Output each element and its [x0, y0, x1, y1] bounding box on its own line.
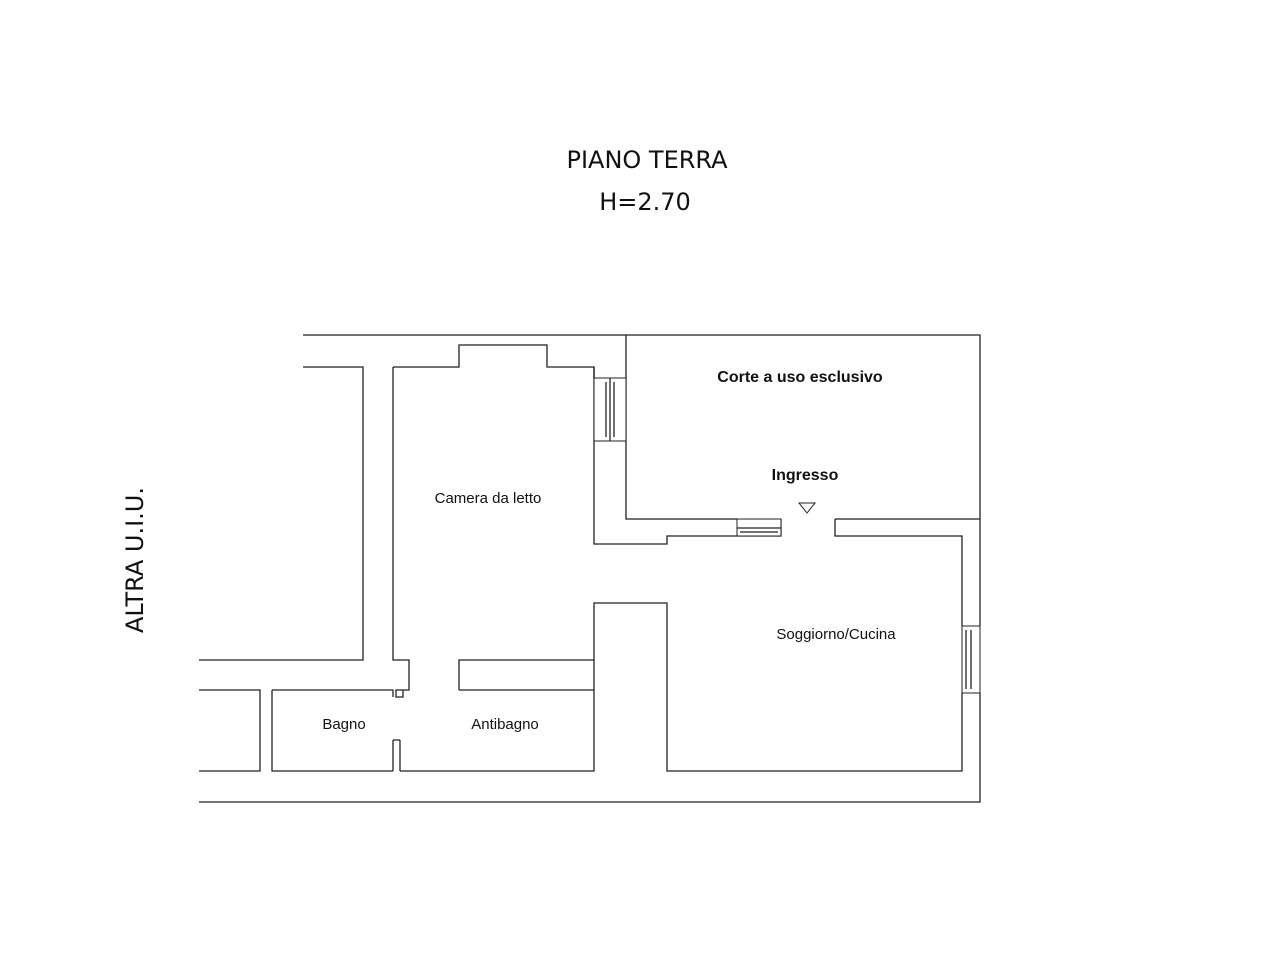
antebath-label: Antibagno: [471, 716, 539, 733]
windows: [593, 377, 981, 694]
neighbor-unit-label: ALTRA U.I.U.: [121, 487, 149, 633]
courtyard-label: Corte a uso esclusivo: [717, 369, 883, 386]
bedroom-label: Camera da letto: [435, 490, 542, 507]
entrance-label: Ingresso: [772, 467, 839, 484]
entrance-arrow-icon: [797, 502, 817, 514]
bathroom-label: Bagno: [322, 716, 365, 733]
walls: [199, 334, 981, 803]
living-label: Soggiorno/Cucina: [776, 626, 896, 643]
ceiling-height: H=2.70: [599, 188, 691, 216]
plan-title: PIANO TERRA: [566, 146, 728, 174]
